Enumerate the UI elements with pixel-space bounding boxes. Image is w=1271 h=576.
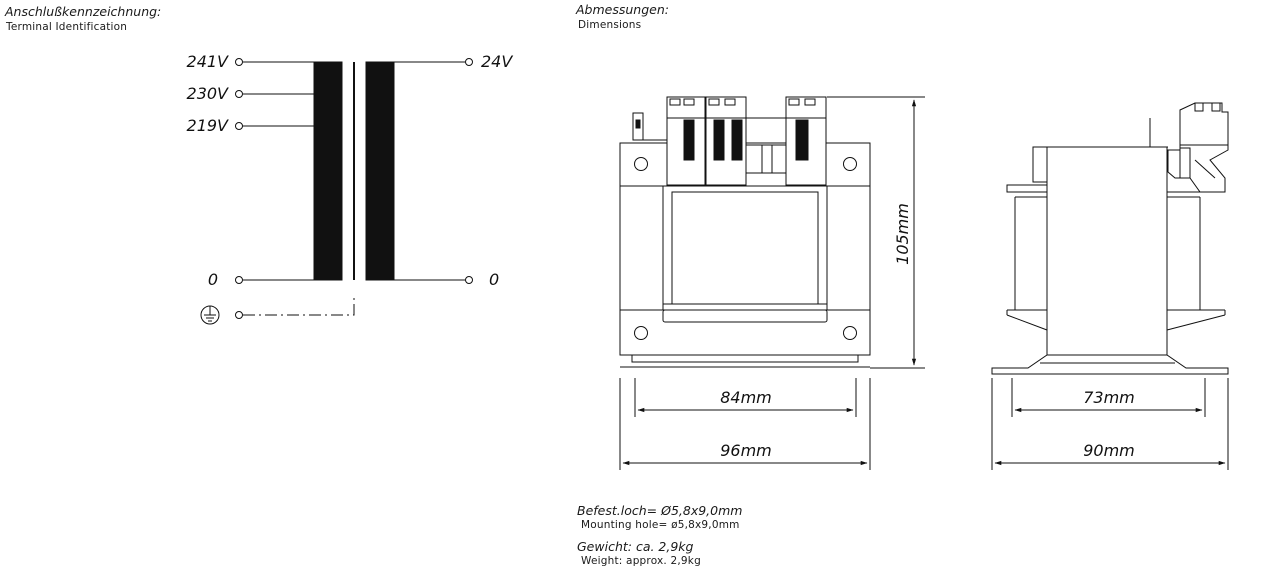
- terminal-heading-de: Anschlußkennzeichnung:: [5, 4, 162, 19]
- label-24v: 24V: [481, 52, 513, 71]
- mounting-hole-en: Mounting hole= ø5,8x9,0mm: [581, 519, 740, 531]
- side-core: [1046, 146, 1168, 356]
- mounting-hole-de: Befest.loch= Ø5,8x9,0mm: [577, 503, 743, 518]
- terminal-0-secondary: [465, 276, 473, 284]
- primary-winding: [313, 61, 343, 281]
- ground-earth-icon: [200, 305, 220, 325]
- dimensions-heading-de: Abmessungen:: [576, 2, 669, 17]
- secondary-winding: [365, 61, 395, 281]
- label-0-primary: 0: [208, 270, 218, 289]
- terminal-219v: [235, 122, 243, 130]
- front-terminal-block: [632, 96, 827, 186]
- label-241v: 241V: [187, 52, 230, 71]
- terminal-earth: [235, 311, 243, 319]
- side-terminal-block: [1138, 102, 1229, 193]
- dim-side-outer: 90mm: [1083, 441, 1135, 460]
- front-hole-tr: [843, 157, 857, 171]
- front-hole-br: [843, 326, 857, 340]
- weight-de: Gewicht: ca. 2,9kg: [577, 539, 694, 554]
- front-hole-tl: [634, 157, 648, 171]
- terminal-0-primary: [235, 276, 243, 284]
- label-230v: 230V: [187, 84, 230, 103]
- dim-side-inner: 73mm: [1083, 388, 1135, 407]
- dimensions-heading-en: Dimensions: [578, 19, 642, 31]
- label-219v: 219V: [187, 116, 230, 135]
- terminal-24v: [465, 58, 473, 66]
- terminal-241v: [235, 58, 243, 66]
- terminal-230v: [235, 90, 243, 98]
- front-coil-bottom: [662, 309, 828, 323]
- transformer-schematic: [200, 58, 473, 325]
- front-view: [619, 96, 925, 470]
- dim-front-inner: 84mm: [720, 388, 772, 407]
- terminal-heading-en: Terminal Identification: [6, 21, 128, 33]
- front-hole-bl: [634, 326, 648, 340]
- dim-height: 105mm: [893, 203, 912, 265]
- label-0-secondary: 0: [489, 270, 499, 289]
- weight-en: Weight: approx. 2,9kg: [581, 555, 701, 567]
- side-foot: [991, 354, 1229, 375]
- dim-front-outer: 96mm: [720, 441, 772, 460]
- front-base: [631, 354, 859, 363]
- earth-screen-line: [243, 296, 355, 316]
- side-view: [991, 102, 1229, 470]
